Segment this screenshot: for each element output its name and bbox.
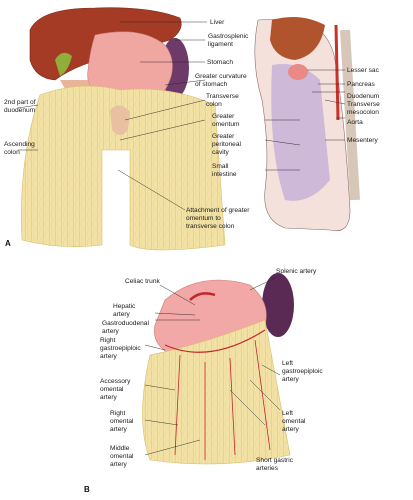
label-greater-peritoneal-cavity: Greater peritoneal cavity: [212, 133, 243, 156]
label-accessory-omental: Accessory omental artery: [100, 378, 132, 401]
label-left-omental: Left omental artery: [282, 410, 307, 433]
label-greater-omentum: Greater omentum: [212, 113, 240, 128]
label-liver: Liver: [210, 19, 225, 26]
panel-b-vessels: [142, 273, 294, 465]
label-duodenum: Duodenum: [347, 93, 380, 100]
label-transverse-colon: Transverse colon: [206, 93, 241, 108]
label-short-gastric: Short gastric arteries: [256, 457, 295, 472]
panel-b-labels: Celiac trunk Splenic artery Hepatic arte…: [84, 268, 325, 494]
label-pancreas: Pancreas: [347, 81, 376, 88]
label-2nd-part-duodenum: 2nd part of duodenum: [4, 99, 37, 114]
label-stomach: Stomach: [207, 59, 233, 66]
peritoneal-cavity-sagittal: [271, 64, 330, 201]
gallbladder-shape: [55, 52, 72, 76]
label-right-gastroepiploic: Right gastroepiploic artery: [100, 337, 143, 360]
liver-shape-sagittal: [270, 16, 325, 60]
panel-letter-b: B: [84, 485, 90, 494]
label-left-gastroepiploic: Left gastroepiploic artery: [282, 360, 325, 383]
label-small-intestine: Small intestine: [212, 163, 237, 178]
panel-a-sagittal-view: [254, 16, 360, 232]
label-transverse-mesocolon: Transverse mesocolon: [347, 101, 382, 116]
label-hepatic-artery: Hepatic artery: [113, 303, 137, 318]
label-right-omental: Right omental artery: [110, 410, 135, 433]
spine-sagittal: [340, 29, 360, 201]
panel-letter-a: A: [5, 239, 11, 248]
leader-lines: [17, 21, 346, 456]
label-lesser-sac: Lesser sac: [347, 67, 380, 74]
aorta-sagittal: [334, 24, 340, 121]
greater-omentum-shape-a: [21, 85, 226, 251]
label-celiac-trunk: Celiac trunk: [125, 278, 161, 285]
label-gastroduodenal-artery: Gastroduodenal artery: [102, 320, 151, 335]
label-middle-omental: Middle omental artery: [110, 445, 135, 468]
label-mesentery: Mesentery: [347, 137, 378, 144]
label-ascending-colon: Ascending colon: [4, 141, 37, 156]
celiac-trunk-vessel: [189, 292, 216, 301]
omental-artery-lines: [174, 339, 271, 460]
greater-omentum-shape-b: [142, 319, 291, 465]
label-aorta: Aorta: [347, 119, 363, 126]
spleen-shape-b: [262, 273, 294, 337]
stomach-sagittal: [288, 64, 308, 80]
panel-a-labels: Liver Gastrosplenic ligament Stomach Gre…: [4, 19, 382, 248]
label-gastrosplenic-ligament: Gastrosplenic ligament: [208, 33, 250, 48]
label-splenic-artery: Splenic artery: [276, 268, 317, 275]
gastroepiploic-arcade: [164, 329, 266, 353]
transverse-colon-a: [110, 105, 130, 135]
label-attachment-omentum: Attachment of greater omentum to transve…: [186, 207, 251, 230]
label-greater-curvature: Greater curvature of stomach: [195, 73, 249, 88]
